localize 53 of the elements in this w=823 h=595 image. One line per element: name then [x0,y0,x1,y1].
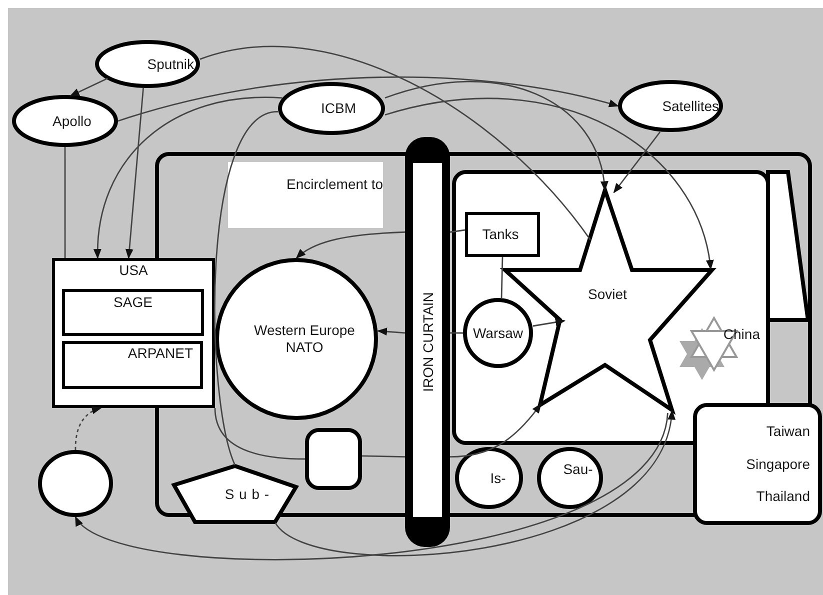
arrow [118,76,619,122]
circle-node [537,447,603,509]
node-label: ICBM [321,100,356,117]
node-label: Sub- [224,486,274,502]
arrow [532,318,566,327]
circle-node [38,450,113,517]
arrow [377,328,406,336]
arrow [94,96,282,259]
region-panel [452,170,810,445]
node-label: Sau- [563,461,593,478]
rounded-box [305,428,362,490]
node-label: SAGE [114,294,152,311]
arrow [296,231,406,259]
arrow [74,412,668,560]
arrow [274,410,674,556]
process-box [52,258,215,408]
node-label: Warsaw [472,324,524,342]
process-box [62,289,204,336]
arrow [613,132,661,194]
node-label: Thailand [756,488,810,506]
process-box [62,341,203,389]
node-label: ARPANET [128,345,193,362]
node-label: Is- [490,470,506,486]
node-label: China [723,326,760,343]
curtain-label: IRON CURTAIN [420,292,436,392]
ellipse-node [12,95,118,147]
arrow [384,80,608,192]
arrow [125,88,144,259]
curtain-bar [405,137,450,547]
node-label: Satellites [662,98,719,114]
circle-node [463,298,533,368]
arrow [450,403,542,458]
process-box [465,212,540,257]
ellipse-node [618,80,723,132]
ellipse-node [278,82,385,135]
circle-node [215,258,378,420]
node-label: Tanks [482,226,519,243]
arrow [384,98,714,270]
node-label: Taiwan [766,422,810,440]
node-label: USA [119,262,148,279]
circle-node [455,447,523,509]
node-label: Singapore [746,456,810,472]
ellipse-node [95,40,200,88]
node-label: Sputnik [147,56,194,72]
node-label: Apollo [52,112,92,130]
node-label: Encirclement to [286,176,383,193]
node-label: Western Europe NATO [253,322,356,356]
node-label: Soviet [588,286,627,303]
arrow [74,406,102,450]
arrow [69,78,108,97]
rounded-box [693,403,822,525]
pentagon-node [172,464,298,524]
text-box [228,162,383,228]
